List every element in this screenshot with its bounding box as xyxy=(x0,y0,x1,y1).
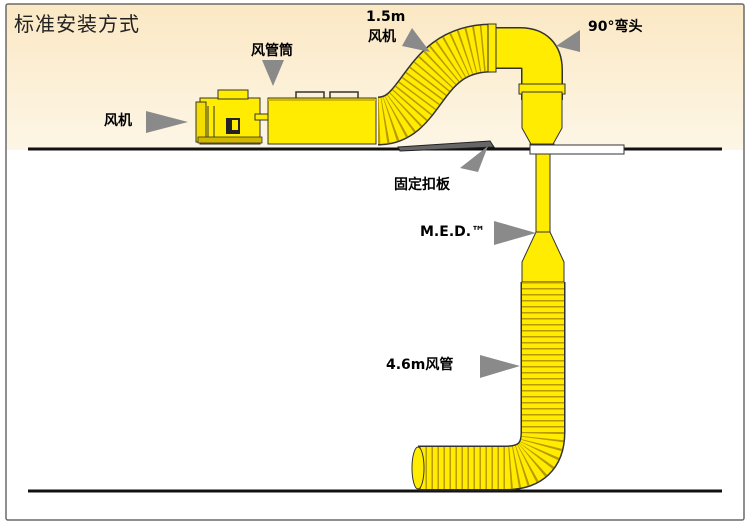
label-elbow: 90°弯头 xyxy=(588,19,643,35)
label-med: M.E.D.™ xyxy=(420,224,486,240)
label-duct-tube: 风管筒 xyxy=(251,43,293,59)
arrow-duct-tube xyxy=(262,60,284,86)
label-fan: 风机 xyxy=(104,113,132,129)
label-long-hose: 4.6m风管 xyxy=(386,357,454,373)
hose-1-5m xyxy=(375,23,494,146)
arrow-fan xyxy=(146,111,188,133)
hose-4-6m xyxy=(411,282,566,491)
arrow-med xyxy=(494,221,536,245)
duct-tube xyxy=(267,91,377,145)
arrow-long-hose xyxy=(480,355,520,378)
fixing-plate xyxy=(397,140,625,155)
elbow-90 xyxy=(487,23,566,100)
label-hose-fan: 风机 xyxy=(368,29,396,45)
diagram-title: 标准安装方式 xyxy=(14,12,140,36)
label-fixing-plate: 固定扣板 xyxy=(394,177,450,193)
outer-frame xyxy=(5,3,745,521)
arrow-elbow xyxy=(556,30,580,52)
label-hose-length: 1.5m xyxy=(366,9,406,25)
med-unit xyxy=(521,91,565,283)
arrow-plate xyxy=(460,146,488,172)
fan-unit xyxy=(195,89,274,145)
pointer-arrows xyxy=(146,28,580,378)
arrow-hose xyxy=(402,28,430,52)
